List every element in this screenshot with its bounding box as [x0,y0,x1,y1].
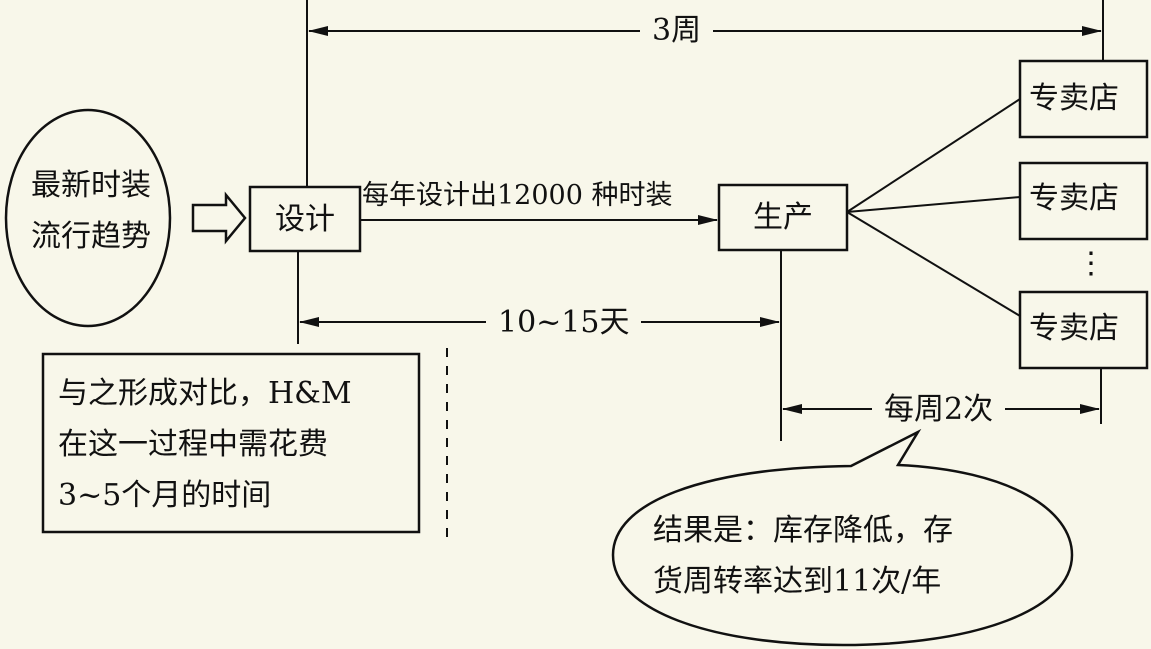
store-box-2 [1018,161,1149,241]
result-line-2: 货周转率达到11次/年 [653,564,942,599]
production-label: 生产 [753,200,813,235]
trend-ellipse [4,108,172,328]
result-text: 结果是：库存降低，存 货周转率达到11次/年 [653,505,953,607]
comparison-box [41,352,421,534]
store-label-3: 专卖店 [1029,311,1119,346]
production-box [717,183,849,252]
store-box-3 [1018,290,1149,370]
hollow-arrow-icon [191,191,247,245]
flow-label: 每年设计出12000 种时装 [362,180,673,211]
design-production-span-label: 10~15天 [486,308,642,338]
result-bubble [611,428,1074,647]
comparison-text: 与之形成对比，H&M 在这一过程中需花费 3~5个月的时间 [58,368,352,521]
design-label: 设计 [275,202,335,237]
delivery-span-label: 每周2次 [872,395,1006,425]
comparison-line-3: 3~5个月的时间 [58,478,272,513]
more-stores-ellipsis: ⋮ [1076,246,1106,281]
fan-line-3 [846,211,1021,317]
result-line-1: 结果是：库存降低，存 [653,513,953,548]
fan-line-2 [846,196,1021,213]
trend-line-2: 流行趋势 [31,219,151,254]
top-span-label: 3周 [640,16,714,46]
comparison-line-1: 与之形成对比，H&M [58,376,352,411]
trend-line-1: 最新时装 [31,168,151,203]
fan-line-1 [846,98,1021,213]
store-label-2: 专卖店 [1029,181,1119,216]
comparison-line-2: 在这一过程中需花费 [58,427,328,462]
store-label-1: 专卖店 [1029,81,1119,116]
trend-text: 最新时装 流行趋势 [25,160,157,262]
